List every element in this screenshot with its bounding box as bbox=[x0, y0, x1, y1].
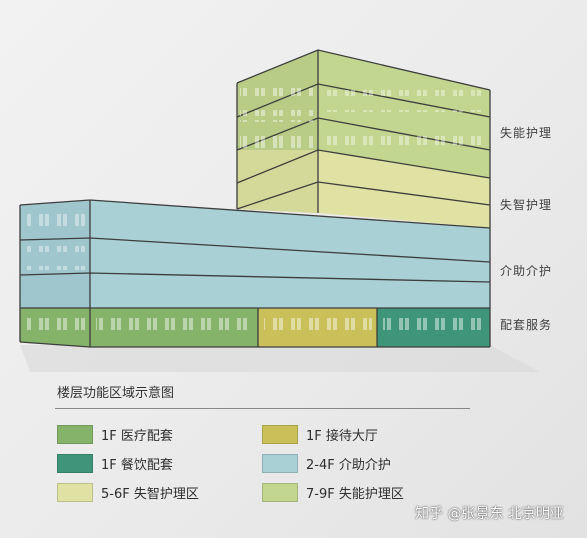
legend-label: 2-4F 介助介护 bbox=[306, 458, 391, 473]
floor-6 bbox=[318, 150, 490, 205]
legend-label: 5-6F 失智护理区 bbox=[101, 487, 199, 502]
legend-swatch-assisted bbox=[262, 454, 298, 473]
podium-block bbox=[19, 199, 491, 348]
tower-block bbox=[236, 49, 491, 228]
label-support-services: 配套服务 bbox=[500, 318, 553, 332]
label-dementia-care: 失智护理 bbox=[500, 198, 553, 212]
floor-2 bbox=[90, 273, 490, 308]
legend-swatch-medical bbox=[57, 425, 93, 444]
label-assisted-care: 介助介护 bbox=[500, 264, 553, 278]
building-illustration bbox=[19, 49, 540, 372]
legend-label: 1F 餐饮配套 bbox=[101, 458, 173, 473]
legend-swatch-dining bbox=[57, 454, 93, 473]
legend-swatch-disability bbox=[262, 483, 298, 502]
floor-4 bbox=[90, 200, 490, 262]
legend-swatch-reception bbox=[262, 425, 298, 444]
legend-swatch-dementia bbox=[57, 483, 93, 502]
floor-3 bbox=[90, 238, 490, 282]
watermark-text: 知乎 @张景东 北京明亚 bbox=[415, 506, 564, 522]
legend-label: 1F 医疗配套 bbox=[101, 429, 173, 444]
floor-5 bbox=[318, 182, 490, 228]
label-disability-care: 失能护理 bbox=[500, 126, 553, 140]
legend-divider bbox=[55, 408, 470, 409]
legend-label: 7-9F 失能护理区 bbox=[306, 487, 404, 502]
legend-label: 1F 接待大厅 bbox=[306, 429, 378, 444]
legend-title: 楼层功能区域示意图 bbox=[57, 386, 175, 401]
